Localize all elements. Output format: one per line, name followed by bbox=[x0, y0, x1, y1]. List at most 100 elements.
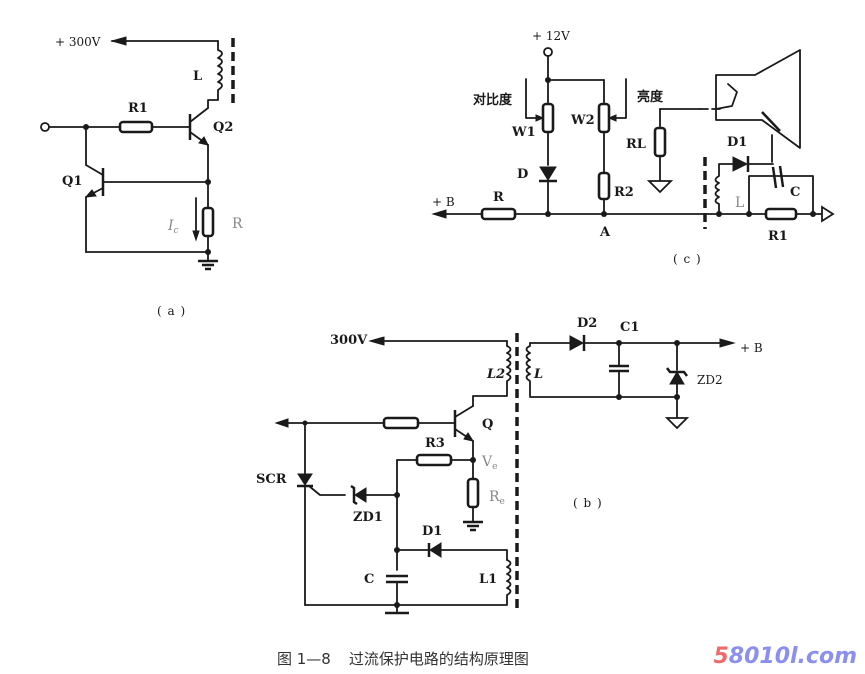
label-r1: R1 bbox=[128, 101, 148, 116]
label-l-secondary: L bbox=[533, 367, 543, 382]
resistor-r2 bbox=[597, 171, 611, 201]
inductor-l-c bbox=[714, 163, 733, 215]
watermark: 58010l.com bbox=[713, 644, 857, 669]
diode-d bbox=[539, 166, 557, 181]
q-collector bbox=[454, 405, 474, 418]
junction bbox=[716, 211, 722, 217]
resistor-r3 bbox=[415, 453, 453, 467]
crt-tube-icon bbox=[715, 49, 801, 149]
label-r3: R3 bbox=[425, 436, 445, 451]
inductor-l bbox=[207, 40, 223, 109]
label-rl: RL bbox=[626, 137, 646, 152]
label-inductor-l-c: L bbox=[735, 195, 744, 211]
diode-d2 bbox=[569, 335, 585, 351]
zener-zd1-bar bbox=[350, 484, 358, 506]
label-supply-300v: + 300V bbox=[55, 35, 101, 49]
label-scr: SCR bbox=[256, 472, 287, 487]
resistor-base-q bbox=[382, 416, 420, 430]
junction bbox=[394, 492, 400, 498]
scr-gate bbox=[308, 485, 346, 496]
label-input-b: + B bbox=[432, 195, 455, 209]
resistor-r1 bbox=[118, 120, 154, 134]
label-contrast: 对比度 bbox=[473, 92, 513, 108]
label-q2: Q2 bbox=[213, 120, 233, 135]
label-node-a: A bbox=[599, 225, 611, 240]
q1-collector bbox=[85, 164, 104, 176]
label-current: Ic bbox=[167, 218, 179, 236]
ground-b-out-icon bbox=[664, 417, 690, 430]
circuit-b: 300V L2 L D2 + B C1 ZD2 bbox=[256, 316, 763, 615]
arrow-300v-b-icon bbox=[368, 336, 385, 346]
label-r1-c: R1 bbox=[768, 229, 788, 244]
label-d2: D2 bbox=[577, 316, 597, 331]
q-emitter-arrow-icon bbox=[463, 432, 475, 442]
zener-zd1 bbox=[354, 487, 367, 503]
wire-d1-l1 bbox=[440, 549, 508, 561]
w2-wiper-arrow-icon bbox=[607, 114, 617, 122]
q2-emitter-arrow-icon bbox=[198, 136, 209, 146]
label-capacitor-c: C bbox=[790, 185, 800, 200]
label-q1: Q1 bbox=[62, 174, 82, 189]
coil-l2 bbox=[472, 340, 512, 407]
potentiometer-w2 bbox=[597, 102, 611, 134]
wire-c-loop bbox=[748, 175, 814, 215]
ground-icon bbox=[198, 259, 218, 271]
diode-d1-c bbox=[732, 156, 749, 172]
zener-zd2-bar bbox=[666, 367, 688, 377]
scr-thyristor bbox=[297, 473, 313, 486]
q1-emitter-arrow-icon bbox=[84, 189, 97, 198]
w2-wiper bbox=[608, 78, 627, 119]
label-capacitor-c-b: C bbox=[364, 572, 374, 587]
label-l1: L1 bbox=[479, 572, 497, 587]
arrow-b-icon bbox=[431, 209, 447, 219]
label-d1-b: D1 bbox=[422, 524, 442, 539]
arrow-300v-icon bbox=[110, 36, 127, 46]
resistor-r-sense bbox=[201, 206, 215, 238]
label-supply-300v-b: 300V bbox=[330, 333, 368, 348]
watermark-part1: 5 bbox=[713, 644, 729, 669]
junction bbox=[616, 394, 622, 400]
label-ve: Ve bbox=[481, 454, 497, 472]
label-zd2: ZD2 bbox=[697, 373, 723, 387]
label-brightness: 亮度 bbox=[637, 89, 664, 105]
junction-a bbox=[601, 211, 607, 217]
label-zd1: ZD1 bbox=[353, 510, 383, 525]
junction bbox=[545, 211, 551, 217]
label-output-b: + B bbox=[740, 341, 763, 355]
circuit-a: + 300V L R1 Q2 Q1 R I bbox=[40, 35, 243, 318]
label-inductor-l: L bbox=[193, 69, 202, 84]
current-arrow-head-icon bbox=[192, 230, 200, 242]
ground-rl-icon bbox=[646, 180, 674, 194]
sublabel-c: ( c ) bbox=[673, 252, 702, 266]
sublabel-a: ( a ) bbox=[157, 304, 186, 318]
sublabel-b: ( b ) bbox=[573, 496, 603, 510]
resistor-rl bbox=[653, 126, 667, 158]
arrow-out-b-icon bbox=[719, 338, 736, 348]
q2-collector bbox=[189, 107, 209, 123]
resistor-r1-c bbox=[764, 207, 798, 221]
label-l2: L2 bbox=[486, 367, 505, 382]
junction bbox=[810, 211, 816, 217]
label-r-sense: R bbox=[232, 216, 243, 232]
resistor-r bbox=[480, 207, 517, 221]
diode-d1-b bbox=[429, 542, 442, 558]
label-r: R bbox=[493, 190, 504, 205]
label-c1: C1 bbox=[620, 320, 639, 335]
zener-zd2 bbox=[669, 371, 685, 385]
circuit-c: + 12V 对比度 W1 D 亮度 W2 R2 + B R bbox=[431, 29, 835, 266]
label-re: Re bbox=[489, 489, 505, 507]
potentiometer-w1 bbox=[541, 102, 555, 134]
label-w1: W1 bbox=[511, 125, 536, 140]
resistor-re bbox=[466, 477, 480, 509]
coil-l1 bbox=[304, 559, 512, 606]
input-terminal bbox=[40, 122, 50, 132]
ground-out-icon bbox=[821, 205, 835, 223]
w1-wiper bbox=[525, 78, 544, 119]
label-q: Q bbox=[482, 417, 493, 432]
junction bbox=[394, 602, 400, 608]
junction bbox=[674, 394, 680, 400]
w1-wiper-arrow-icon bbox=[535, 114, 545, 122]
label-w2: W2 bbox=[570, 113, 595, 128]
